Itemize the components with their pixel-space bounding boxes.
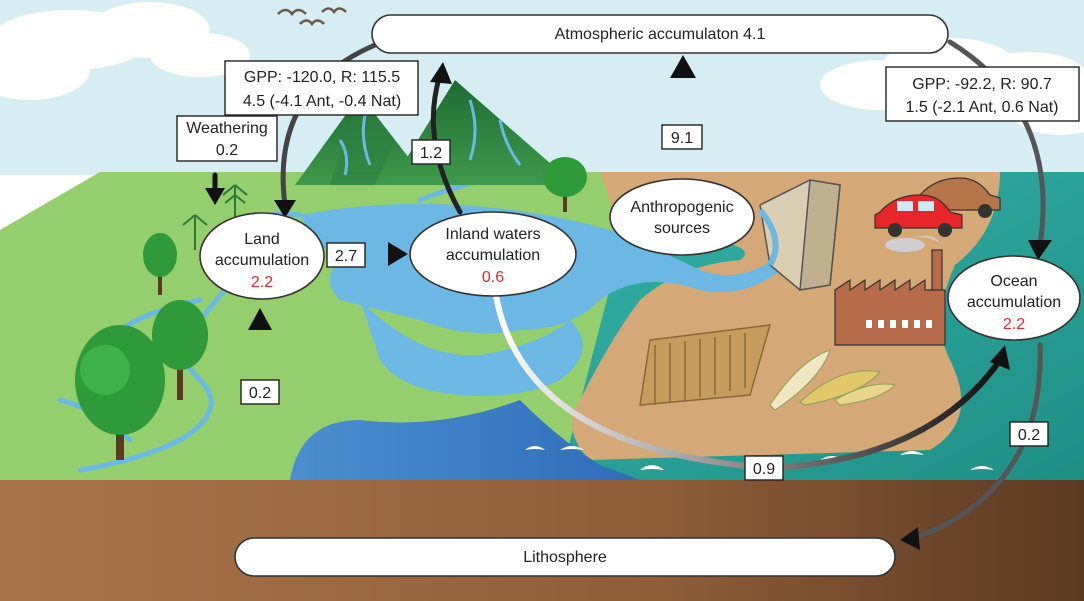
inland-atm-flux: 1.2: [411, 139, 451, 165]
atmosphere-node: Atmospheric accumulaton 4.1: [371, 14, 949, 54]
land-node: Land accumulation 2.2: [199, 212, 325, 300]
weathering-box: Weathering 0.2: [176, 115, 278, 162]
land-inland-flux: 2.7: [326, 242, 366, 268]
ocean-gpp-line1: GPP: -92.2, R: 90.7: [912, 76, 1052, 93]
anthro-node: Anthropogenic sources: [609, 178, 755, 256]
ocean-litho-value: 0.2: [1018, 427, 1040, 444]
dam-icon: [757, 179, 841, 291]
ocean-line1: Ocean: [990, 273, 1037, 290]
anthro-line2: sources: [654, 220, 710, 237]
anthro-atm-flux: 9.1: [661, 124, 703, 150]
lithosphere-node: Lithosphere: [234, 537, 896, 577]
corn-icon: [769, 349, 897, 411]
inland-node: Inland waters accumulation 0.6: [409, 211, 577, 297]
wheat-field-icon: [639, 324, 772, 406]
inland-value: 0.6: [482, 269, 504, 286]
land-line1: Land: [244, 231, 280, 248]
lithosphere-label: Lithosphere: [523, 549, 607, 566]
ocean-line2: accumulation: [967, 294, 1061, 311]
land-line2: accumulation: [215, 252, 309, 269]
land-value: 2.2: [251, 274, 273, 291]
factory-icon: [834, 235, 946, 346]
ocean-value: 2.2: [1003, 316, 1025, 333]
weathering-line1: Weathering: [186, 120, 268, 137]
land-gpp-line1: GPP: -120.0, R: 115.5: [244, 69, 400, 86]
anthro-line1: Anthropogenic: [630, 199, 733, 216]
atmosphere-label: Atmospheric accumulaton 4.1: [555, 26, 766, 43]
inland-line2: accumulation: [446, 247, 540, 264]
ocean-litho-arc: [912, 342, 1043, 541]
atm-ocean-arc: [947, 39, 1046, 248]
land-gpp-line2: 4.5 (-4.1 Ant, -0.4 Nat): [243, 93, 401, 110]
anthro-atm-value: 9.1: [671, 130, 693, 147]
inland-line1: Inland waters: [445, 226, 540, 243]
ocean-node: Ocean accumulation 2.2: [947, 255, 1081, 341]
ocean-gpp-box: GPP: -92.2, R: 90.7 1.5 (-2.1 Ant, 0.6 N…: [885, 66, 1080, 122]
birds-icon: [277, 7, 347, 27]
ocean-litho-flux: 0.2: [1009, 421, 1049, 447]
litho-land-flux: 0.2: [240, 379, 280, 405]
inland-ocean-flux: 0.9: [744, 455, 784, 481]
land-inland-value: 2.7: [335, 248, 357, 265]
weathering-line2: 0.2: [216, 142, 238, 159]
deep-water: [290, 400, 640, 480]
car-red-icon: [874, 194, 963, 237]
litho-land-value: 0.2: [249, 385, 271, 402]
inland-ocean-value: 0.9: [753, 461, 775, 478]
ocean-gpp-line2: 1.5 (-2.1 Ant, 0.6 Nat): [906, 99, 1059, 116]
trees: [75, 157, 587, 460]
cloud-left: [0, 2, 250, 100]
land-gpp-box: GPP: -120.0, R: 115.5 4.5 (-4.1 Ant, -0.…: [224, 60, 419, 116]
inland-atm-value: 1.2: [420, 145, 442, 162]
